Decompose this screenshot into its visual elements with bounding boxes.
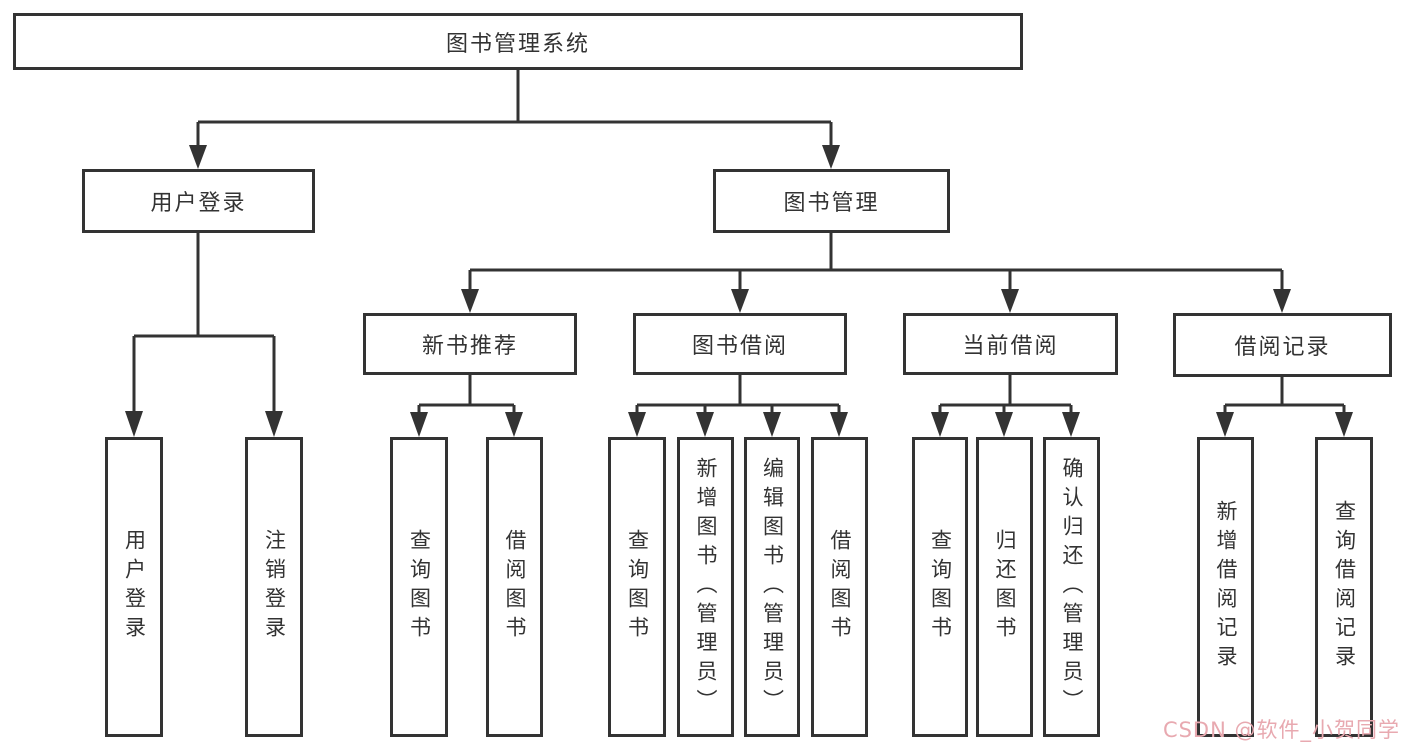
leaf-confirm-return-admin: 确认归还（管理员） <box>1043 437 1100 737</box>
node-current-borrow: 当前借阅 <box>903 313 1118 375</box>
node-label: 确认归还（管理员） <box>1060 456 1084 718</box>
node-label: 当前借阅 <box>962 334 1059 359</box>
connector-book-borrow-children <box>635 375 841 428</box>
connector-user-login-children <box>132 233 276 428</box>
leaf-edit-books-admin: 编辑图书（管理员） <box>744 437 800 737</box>
leaf-add-books-admin: 新增图书（管理员） <box>677 437 734 737</box>
arrowheads-root-to-level2 <box>189 145 840 169</box>
node-book-borrow: 图书借阅 <box>633 313 847 375</box>
leaf-user-login: 用户登录 <box>105 437 163 737</box>
leaf-logout: 注销登录 <box>245 437 303 737</box>
node-label: 借阅图书 <box>828 529 852 645</box>
node-label: 归还图书 <box>993 529 1017 645</box>
node-user-login: 用户登录 <box>82 169 315 233</box>
node-label: 用户登录 <box>122 529 147 645</box>
connector-root-to-level2 <box>196 70 833 160</box>
leaf-borrow-books-recommend: 借阅图书 <box>486 437 543 737</box>
connector-borrow-record-children <box>1223 377 1346 428</box>
leaf-borrow-books: 借阅图书 <box>811 437 868 737</box>
connector-new-book-children <box>417 375 516 428</box>
arrowheads-book-borrow-children <box>628 412 848 437</box>
leaf-query-books-current: 查询图书 <box>912 437 968 737</box>
node-borrow-record: 借阅记录 <box>1173 313 1392 377</box>
connector-book-mgmt-level3 <box>468 233 1284 305</box>
watermark: CSDN @软件_小贺同学 <box>1162 718 1400 742</box>
leaf-query-books-recommend: 查询图书 <box>390 437 448 737</box>
node-label: 查询图书 <box>625 529 650 645</box>
arrowheads-user-login-children <box>125 411 283 437</box>
node-label: 查询图书 <box>407 529 432 645</box>
node-label: 新书推荐 <box>421 334 518 359</box>
arrowheads-current-borrow-children <box>931 412 1080 437</box>
node-label: 图书管理系统 <box>445 31 590 57</box>
node-label: 查询借阅记录 <box>1332 500 1357 674</box>
node-library-system: 图书管理系统 <box>13 13 1023 70</box>
node-label: 借阅记录 <box>1234 335 1331 360</box>
arrowheads-book-mgmt-level3 <box>461 289 1291 313</box>
node-label: 注销登录 <box>262 529 287 645</box>
arrowheads-borrow-record-children <box>1216 412 1353 437</box>
node-label: 编辑图书（管理员） <box>760 456 785 718</box>
node-label: 查询图书 <box>928 529 953 645</box>
node-book-management: 图书管理 <box>713 169 950 233</box>
arrowheads-new-book-children <box>410 412 523 437</box>
leaf-add-borrow-record: 新增借阅记录 <box>1197 437 1254 737</box>
node-label: 借阅图书 <box>503 529 527 645</box>
node-label: 图书借阅 <box>691 334 788 359</box>
leaf-query-borrow-record: 查询借阅记录 <box>1315 437 1373 737</box>
node-new-book-recommend: 新书推荐 <box>363 313 577 375</box>
node-label: 图书管理 <box>783 191 880 216</box>
node-label: 用户登录 <box>150 191 247 216</box>
leaf-return-books: 归还图书 <box>976 437 1033 737</box>
node-label: 新增图书（管理员） <box>694 456 718 718</box>
node-label: 新增借阅记录 <box>1214 500 1238 674</box>
leaf-query-books-borrow: 查询图书 <box>608 437 666 737</box>
